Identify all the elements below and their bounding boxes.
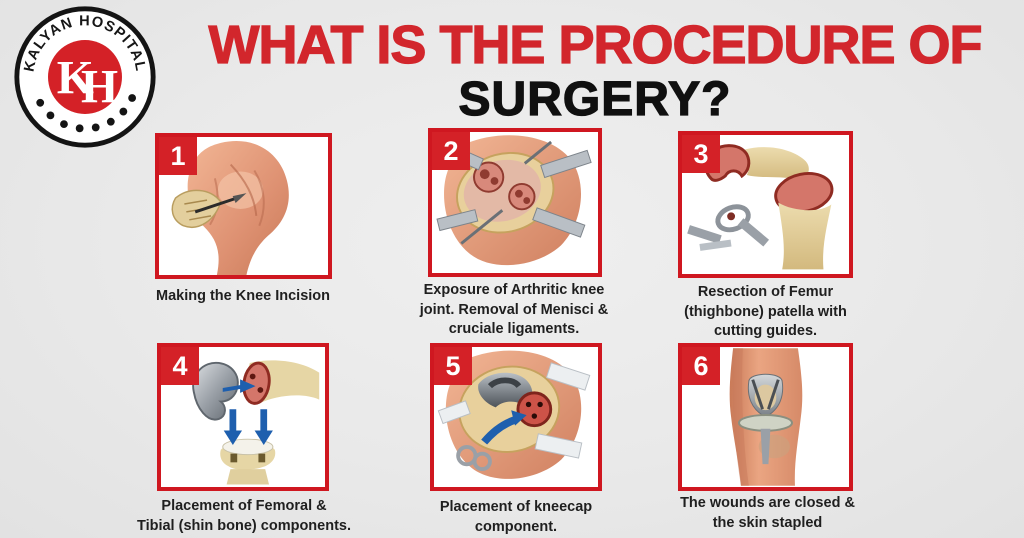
- step-6-panel: 6: [678, 343, 853, 491]
- step-2-caption: Exposure of Arthritic knee joint. Remova…: [419, 282, 609, 337]
- title-line-1: WHAT IS THE PROCEDURE OF: [208, 15, 983, 75]
- title-line-2: SURGERY?: [458, 73, 732, 126]
- step-5-panel: 5: [430, 343, 602, 491]
- step-2-panel: 2: [428, 128, 602, 277]
- step-number-badge: 3: [682, 135, 720, 173]
- logo-monogram-h: H: [81, 60, 118, 113]
- step-5-caption: Placement of kneecap component.: [439, 499, 593, 535]
- closed-wound-illustration: [729, 348, 803, 486]
- step-4-caption: Placement of Femoral & Tibial (shin bone…: [136, 498, 352, 534]
- step-4-panel: 4: [157, 343, 329, 491]
- logo-monogram-k: K: [57, 52, 94, 105]
- step-6-caption: The wounds are closed & the skin stapled: [680, 495, 855, 531]
- step-number-badge: 4: [161, 347, 199, 385]
- step-number-badge: 1: [159, 137, 197, 175]
- step-3-caption: Resection of Femur (thighbone) patella w…: [684, 284, 847, 339]
- logo-red-circle: [48, 40, 122, 114]
- component-placement-illustration: [192, 360, 320, 485]
- logo-dots: [36, 94, 137, 133]
- step-number-badge: 5: [434, 347, 472, 385]
- kneecap-placement-illustration: [437, 350, 591, 479]
- step-1-panel: 1: [155, 133, 332, 279]
- knee-incision-illustration: [171, 141, 289, 275]
- knee-exposure-illustration: [436, 135, 592, 266]
- step-1-caption: Making the Knee Incision: [155, 288, 331, 304]
- step-number-badge: 6: [682, 347, 720, 385]
- step-number-badge: 2: [432, 132, 470, 170]
- kalyan-hospital-logo: KALYAN HOSPITAL K H: [14, 6, 156, 148]
- step-3-panel: 3: [678, 131, 853, 278]
- poster-title: WHAT IS THE PROCEDURE OF SURGERY?: [150, 15, 1024, 126]
